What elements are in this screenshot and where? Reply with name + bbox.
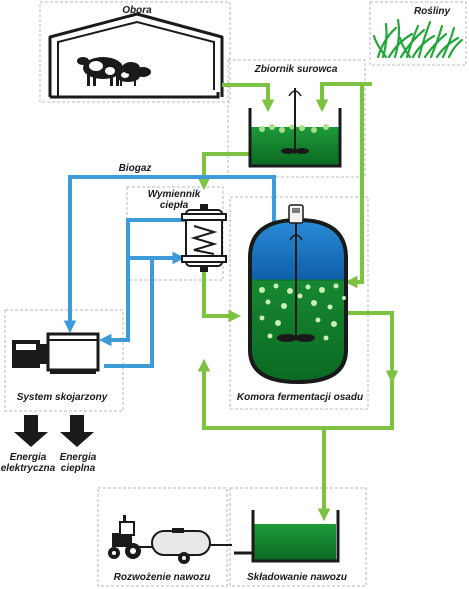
label-biogaz: Biogaz	[119, 163, 152, 174]
green-flow-lines	[197, 82, 399, 522]
grass-icon	[372, 18, 464, 59]
label-system-skojarzony: System skojarzony	[17, 392, 108, 403]
rozwozenie-box	[97, 487, 228, 587]
energy-heat-arrow-icon	[60, 415, 94, 447]
obora-box	[39, 1, 231, 103]
heat-exchanger-icon	[181, 204, 227, 272]
rosliny-box	[369, 1, 467, 66]
sheep-icon	[122, 62, 151, 77]
label-obora: Obora	[122, 5, 152, 16]
tractor-tanker-icon	[108, 515, 232, 564]
energy-electric-arrow-icon	[14, 415, 48, 447]
skladowanie-box	[229, 487, 367, 587]
digester-tank	[248, 204, 348, 385]
label-rozwozenie-nawozu: Rozwożenie nawozu	[114, 572, 211, 583]
label-energia-elektryczna-1: Energia	[10, 452, 47, 463]
label-rosliny: Rośliny	[414, 6, 451, 17]
label-energia-elektryczna-2: elektryczna	[1, 463, 56, 474]
label-ciepla: ciepła	[160, 200, 189, 211]
cow-icon	[77, 57, 123, 86]
zbiornik-box	[227, 59, 366, 178]
label-wymiennik: Wymiennik	[148, 189, 201, 200]
chp-unit-icon	[12, 332, 100, 374]
label-komora-fermentacji: Komora fermentacji osadu	[237, 392, 363, 403]
label-zbiornik-surowca: Zbiornik surowca	[254, 64, 338, 75]
blue-flow-lines	[63, 175, 276, 368]
label-skladowanie-nawozu: Składowanie nawozu	[247, 572, 347, 583]
system-box	[4, 309, 124, 412]
barn-icon	[48, 12, 224, 99]
label-energia-cieplna-1: Energia	[60, 452, 97, 463]
label-energia-cieplna-2: cieplna	[61, 463, 96, 474]
fertilizer-storage-tank	[234, 510, 340, 563]
raw-material-tank	[248, 88, 342, 168]
